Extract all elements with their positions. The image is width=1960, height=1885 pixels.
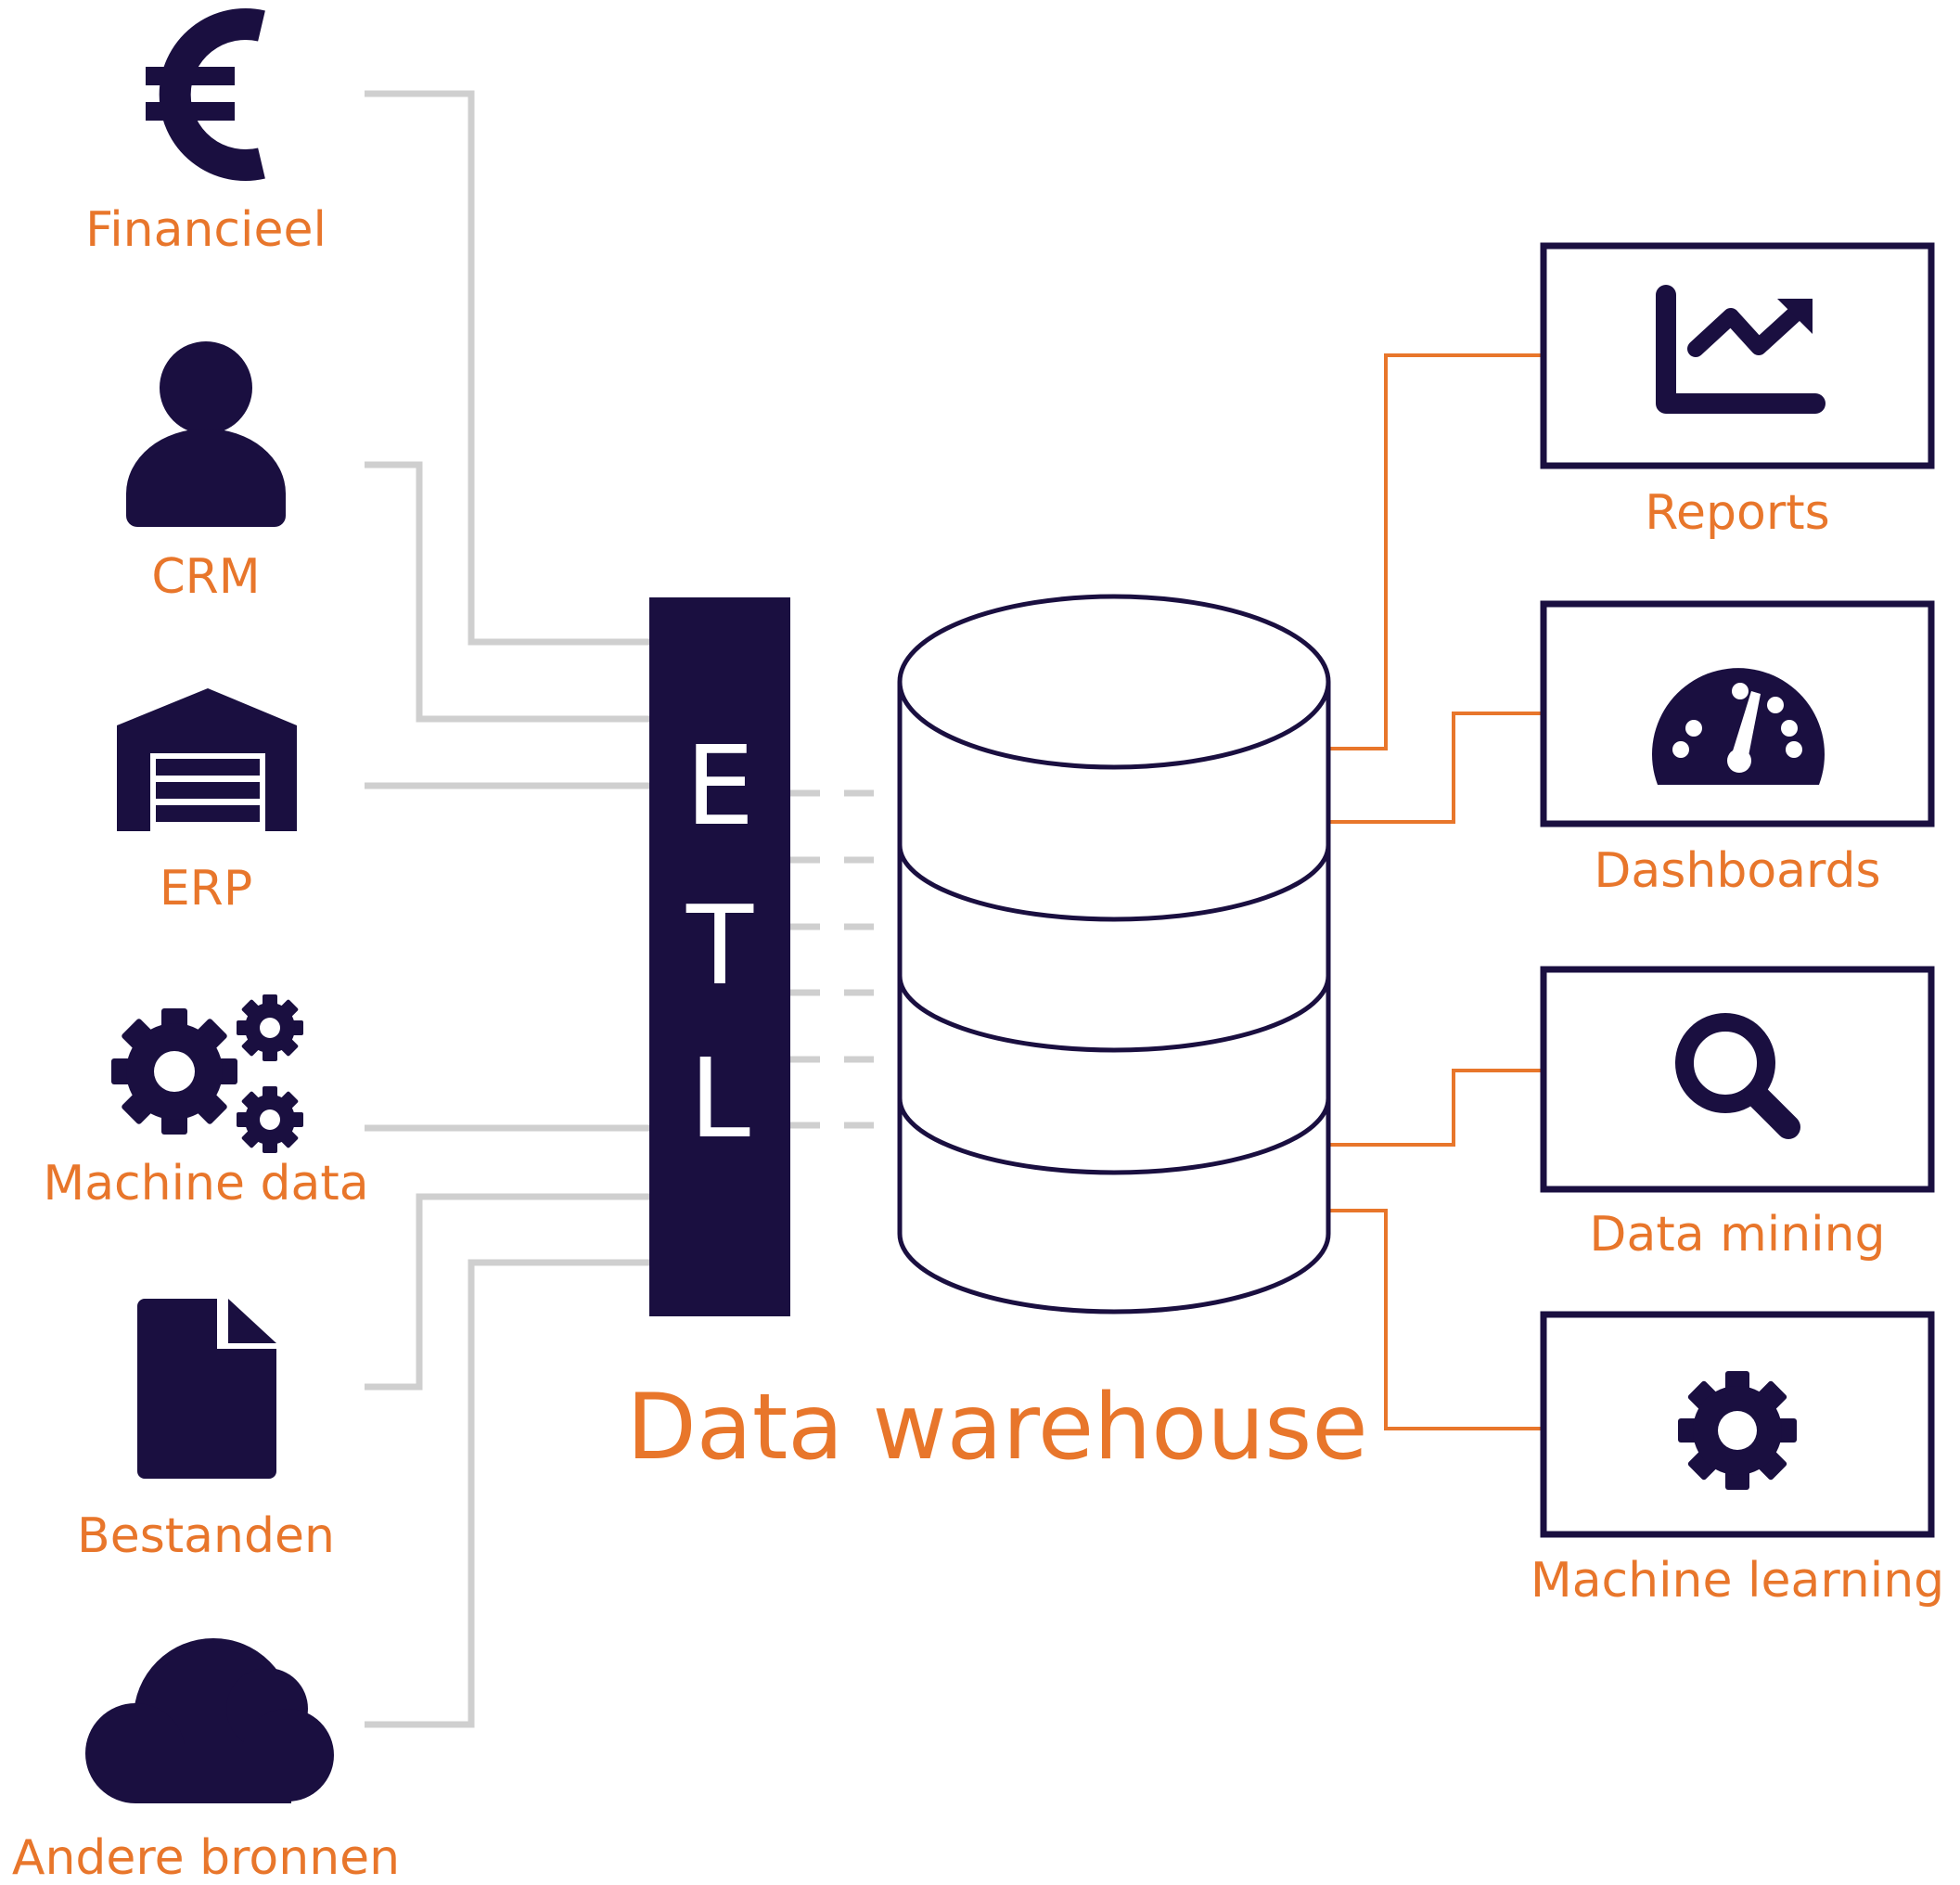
output-label-reports: Reports <box>1645 485 1829 541</box>
gears-icon <box>111 994 303 1153</box>
output-box-machine-learning <box>1540 1311 1935 1538</box>
line-chart-icon <box>1656 285 1825 414</box>
cloud-icon <box>85 1638 334 1803</box>
warehouse-icon <box>117 688 297 831</box>
output-label-data-mining: Data mining <box>1589 1207 1885 1263</box>
connector-reports <box>1328 353 1542 750</box>
connector-machine-learning <box>1328 1209 1542 1430</box>
etl-letter-t: T <box>685 881 754 1009</box>
output-connectors <box>1328 353 1542 1430</box>
speedometer-icon <box>1652 668 1825 785</box>
source-label-machine-data: Machine data <box>43 1156 368 1212</box>
etl-block: E T L <box>649 597 790 1316</box>
database-cylinder <box>897 594 1331 1314</box>
connector-financieel <box>365 90 649 646</box>
source-label-bestanden: Bestanden <box>77 1508 335 1564</box>
output-label-dashboards: Dashboards <box>1594 843 1880 899</box>
source-label-financieel: Financieel <box>85 202 327 258</box>
diagram-title: Data warehouse <box>626 1375 1367 1481</box>
source-connectors <box>365 90 649 1728</box>
etl-bar <box>649 597 790 1316</box>
source-label-erp: ERP <box>160 861 252 917</box>
source-label-andere-bronnen: Andere bronnen <box>12 1830 400 1885</box>
cylinder-top <box>897 594 1331 770</box>
cylinder-band <box>897 975 1331 1053</box>
connector-andere-bronnen <box>365 1259 649 1728</box>
output-box-dashboards <box>1540 600 1935 827</box>
source-label-crm: CRM <box>151 549 260 605</box>
user-icon <box>126 341 286 527</box>
output-box-reports <box>1540 242 1935 469</box>
connector-data-mining <box>1328 1069 1542 1147</box>
cylinder-band <box>897 1097 1331 1175</box>
cylinder-band <box>897 844 1331 922</box>
connector-crm <box>365 461 649 723</box>
connector-bestanden <box>365 1193 649 1391</box>
file-icon <box>137 1299 276 1479</box>
gear-icon <box>1678 1371 1797 1490</box>
etl-to-warehouse-connectors <box>790 789 900 1129</box>
etl-letter-e: E <box>685 722 755 850</box>
output-box-data-mining <box>1540 966 1935 1193</box>
search-icon <box>1675 1013 1800 1139</box>
connector-dashboards <box>1328 712 1542 824</box>
euro-icon <box>146 8 265 181</box>
etl-letter-l: L <box>689 1034 750 1162</box>
output-label-machine-learning: Machine learning <box>1531 1553 1944 1609</box>
